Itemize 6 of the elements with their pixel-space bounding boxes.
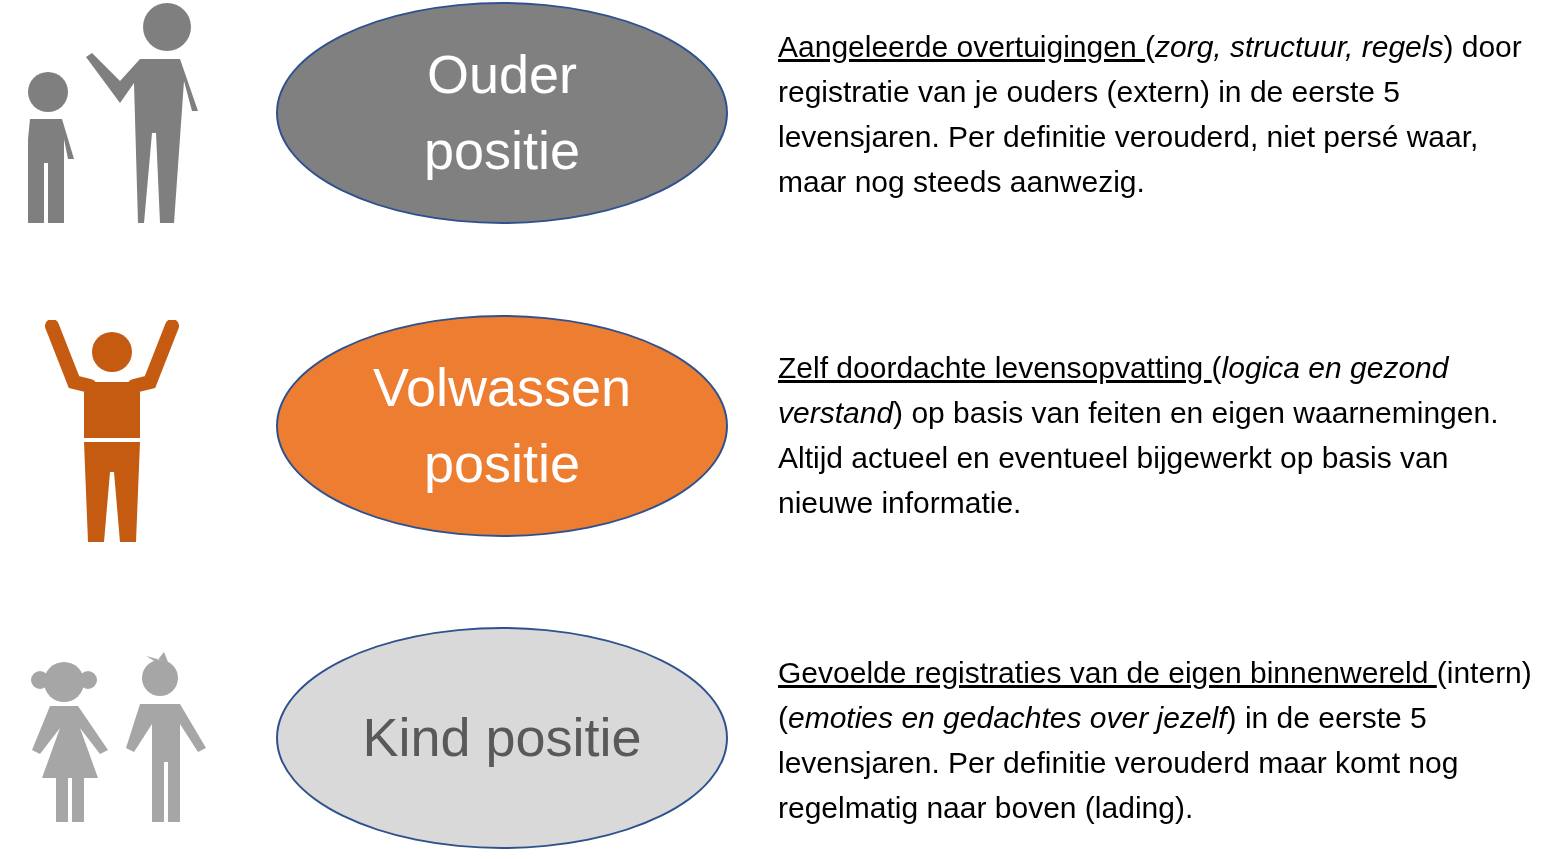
description-text: Gevoelde registraties van de eigen binnenwereld (intern) (emoties en gedachtes over jezelf) in de eerste 5 levensjaren. Per definitie verouderd maar komt nog regelmatig naar boven (lading). <box>778 655 1533 826</box>
description-text: Zelf doordachte levensopvatting (logica en gezond verstand) op basis van feiten en eigen waarnemingen. Altijd actueel en eventueel bijgewerkt op basis van nieuwe informatie. <box>778 350 1500 521</box>
description-text: Aangeleerde overtuigingen (zorg, structuur, regels) door registratie van je ouders (extern) in de eerste 5 levensjaren. Per definitie verouderd, niet persé waar, maar nog steeds aanwezig. <box>778 29 1523 200</box>
position-label: Kind positie <box>361 706 643 770</box>
position-label: Volwassen positie <box>371 356 633 495</box>
position-label: Ouder positie <box>422 43 582 182</box>
